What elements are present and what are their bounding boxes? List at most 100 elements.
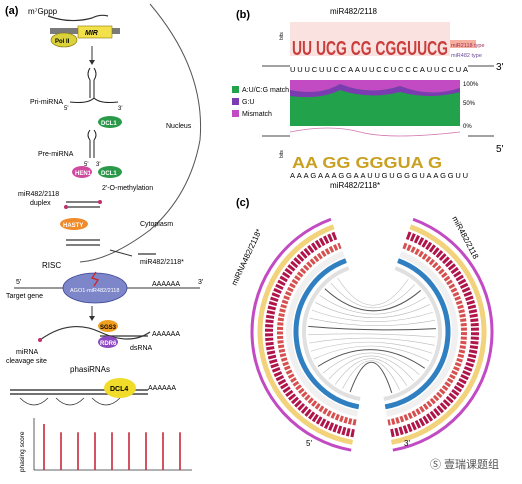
arrow-2-head: [89, 316, 95, 321]
c-3prime: 3': [404, 439, 410, 448]
pre-3prime: 3': [96, 162, 100, 168]
target-5prime: 5': [16, 279, 21, 286]
nascent-transcript: [47, 14, 109, 22]
b-3prime: 3': [496, 62, 504, 73]
cleave-bolt: [91, 271, 99, 287]
circos-ring: [257, 224, 353, 445]
methyl-dot-2: [64, 205, 68, 209]
mir-gene-label: MIR: [85, 30, 98, 37]
pct-0: 0%: [463, 124, 472, 130]
dcl4-enzyme: [104, 378, 136, 398]
pri-5prime: 5': [64, 106, 68, 112]
logo-top-letters: UU UCG CG CGGUUCG: [292, 38, 448, 60]
phasi-arcs: [19, 397, 121, 406]
c-left-label: miRNA482/2118*: [230, 228, 264, 287]
duplex-label-1: miR482/2118: [18, 191, 59, 198]
pct-100: 100%: [463, 82, 479, 88]
hasty-exporter: [60, 218, 88, 230]
dcl1-enzyme-2: [98, 166, 122, 178]
cleave-label-1: miRNA: [16, 349, 38, 356]
circos-ring: [265, 231, 355, 438]
phasi-label: phasiRNAs: [70, 365, 110, 374]
b-title-top: miR482/2118: [330, 7, 378, 16]
cap-label: m⁷Gppp: [28, 7, 58, 16]
target-label: Target gene: [6, 293, 43, 300]
legend-gu-swatch: [232, 98, 239, 105]
panel-a-label: (a): [5, 5, 19, 17]
pri-hairpin: [69, 67, 119, 103]
star-arrow: [109, 249, 133, 257]
circos-ring: [389, 231, 479, 438]
hasty-label: HASTY: [63, 223, 83, 229]
logo-bottom-letters: AA GG GGGUA G: [292, 155, 442, 172]
cleave-site-dot: [38, 338, 42, 342]
legend-2118: miR2118 type: [451, 43, 485, 49]
top-sequence: UUUCUUCCAAUUCCUCCCAUUCCUA: [290, 65, 468, 74]
dcl1-enzyme-1: [98, 116, 122, 128]
polyA-1: AAAAAA: [152, 281, 180, 288]
b-title-bottom: miR482/2118*: [330, 181, 380, 190]
hen1-label: HEN1: [75, 171, 92, 177]
methyl-dot-1: [98, 200, 102, 204]
nucleus-label: Nucleus: [166, 123, 192, 130]
panel-c-label: (c): [236, 197, 250, 209]
circos-link: [313, 345, 430, 362]
gu-area: [290, 84, 460, 98]
circos-ring: [385, 251, 458, 417]
risc-label: RISC: [42, 261, 61, 270]
b-bits-bottom: bits: [279, 150, 285, 158]
circos-link: [310, 341, 433, 354]
hen1-enzyme: [72, 166, 92, 178]
pre-5prime: 5': [84, 162, 88, 168]
panel-b: (b) miR482/2118 miR2118 type miR482 type…: [232, 7, 504, 190]
circos-link: [322, 352, 420, 376]
methyl-label: 2'-O-methylation: [102, 185, 153, 192]
sgs3-label: SGS3: [100, 325, 117, 331]
cleave-label-2: cleavage site: [6, 358, 47, 365]
circos-link: [309, 317, 435, 326]
circos-ring: [391, 224, 487, 445]
pri-label: Pri-miRNA: [30, 99, 63, 106]
logo-top-band: [290, 22, 450, 56]
circos-ring: [384, 258, 451, 410]
circos-link: [315, 302, 430, 319]
pri-3prime: 3': [118, 106, 122, 112]
panel-a: (a) m⁷Gppp MIR Pol II Pri-miRNA 5' 3' DC…: [5, 3, 203, 472]
cleaved-rna: [39, 326, 151, 341]
cytoplasm-label: Cytoplasm: [140, 221, 173, 228]
circos-link: [328, 355, 414, 381]
watermark: Ⓢ 壹瑞课题组: [430, 457, 499, 471]
rdr6-protein: [98, 336, 118, 348]
circos-ring: [293, 258, 360, 410]
circos-link: [308, 325, 436, 331]
circos-link: [324, 288, 421, 312]
pol2-enzyme: [50, 32, 78, 48]
sgs3-protein: [98, 320, 118, 332]
phasing-ylabel: phasing score: [19, 431, 26, 472]
dsrna-label: dsRNA: [130, 345, 153, 352]
circos-ring: [383, 266, 442, 401]
circos-ring: [302, 266, 361, 401]
circos-link: [349, 361, 393, 394]
circos-link: [308, 337, 435, 346]
legend-mismatch-swatch: [232, 110, 239, 117]
mismatch-area: [290, 80, 460, 93]
panel-b-label: (b): [236, 9, 250, 21]
dcl1-label-2: DCL1: [101, 171, 117, 177]
pre-hairpin: [87, 129, 97, 158]
rdr6-label: RDR6: [100, 341, 117, 347]
circos-plot: [250, 217, 494, 452]
panel-c: (c) miRNA482/2118* miR482/2118 5' 3': [230, 197, 494, 452]
circos-link: [319, 295, 426, 315]
dcl4-label: DCL4: [110, 386, 128, 393]
circos-link: [337, 277, 409, 306]
legend-match-swatch: [232, 86, 239, 93]
arrow-1-head: [89, 60, 95, 65]
dcl1-label-1: DCL1: [101, 121, 117, 127]
pre-label: Pre-miRNA: [38, 151, 74, 158]
star-label: miR482/2118*: [140, 259, 184, 266]
polyA-3: AAAAAA: [148, 385, 176, 392]
circos-link: [330, 282, 416, 309]
ago-label: AGO1-miR482/2118: [70, 288, 119, 294]
